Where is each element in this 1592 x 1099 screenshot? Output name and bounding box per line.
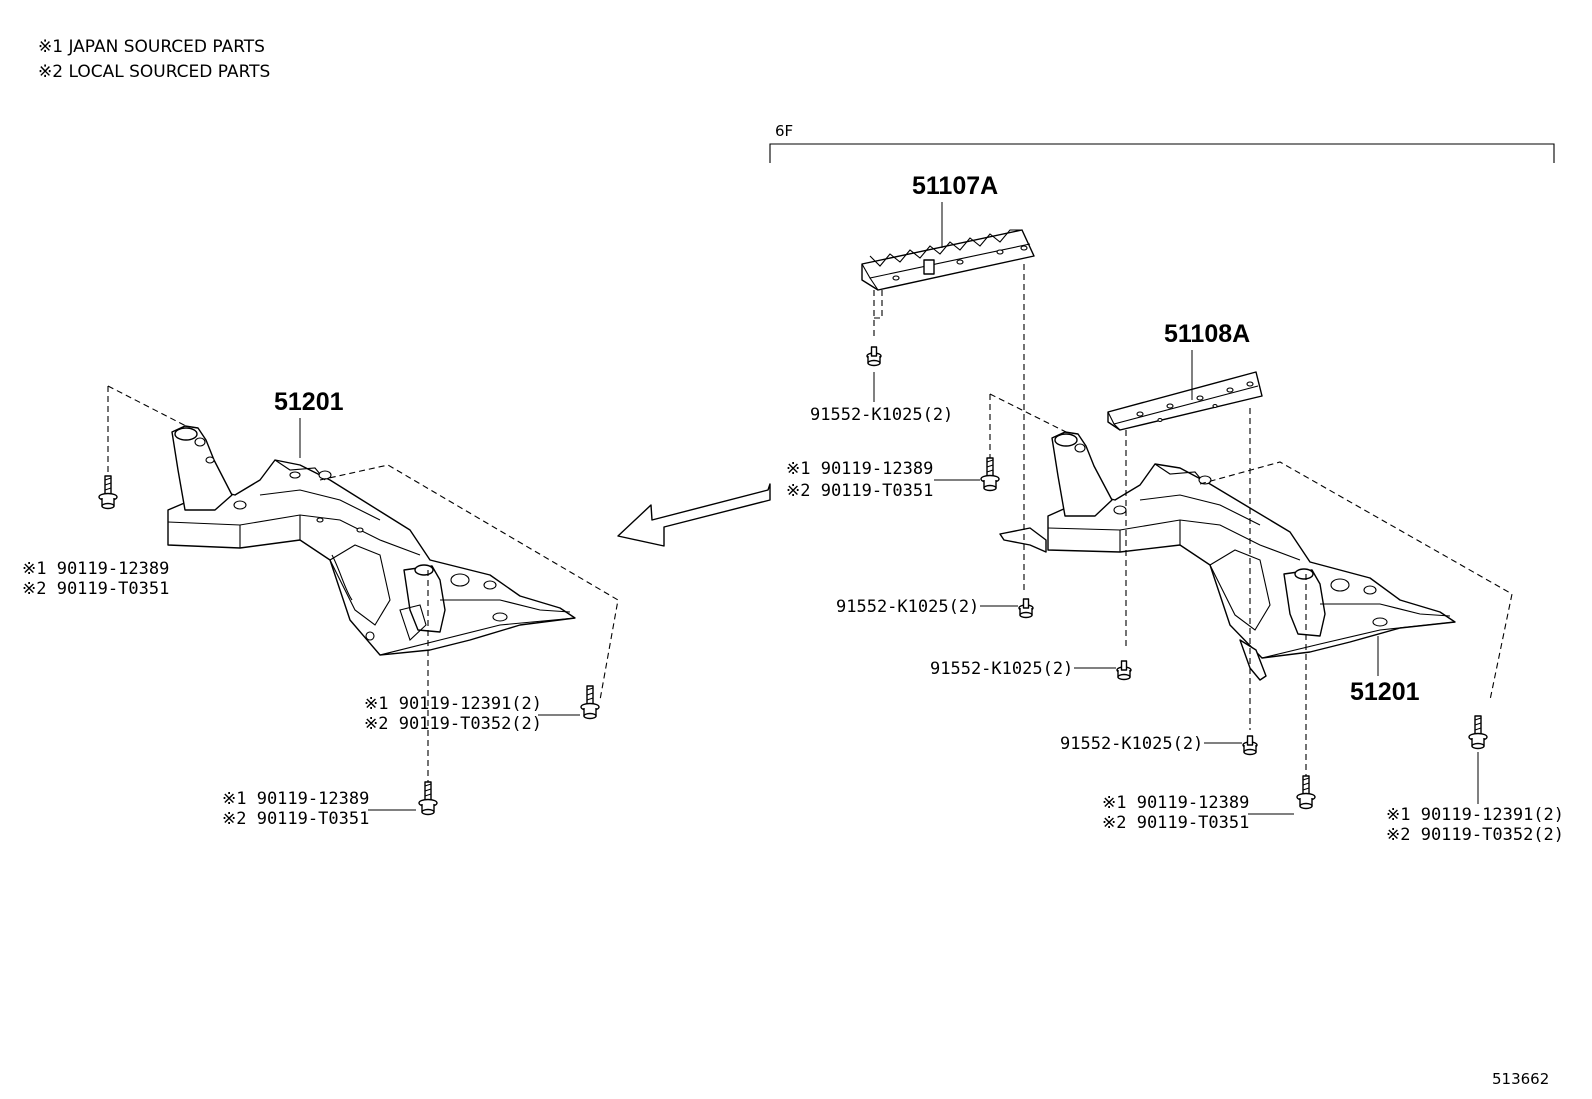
brace-upper [861,229,1035,291]
nut-b-icon [1018,598,1034,619]
diagram-id: 513662 [1492,1070,1549,1088]
legend-japan-sourced: ※1 JAPAN SOURCED PARTS [38,37,265,57]
legend-local-sourced: ※2 LOCAL SOURCED PARTS [38,62,270,82]
right-bolt-front-bottom-icon [1296,775,1316,810]
right-bolt-rear-top-local: ※2 90119-T0351 [786,481,933,501]
left-bolt-rear-top-local: ※2 90119-T0351 [22,579,169,599]
nut-a-label: 91552-K1025(2) [810,405,953,425]
right-bolt-front-bottom-japan: ※1 90119-12389 [1102,793,1249,813]
direction-arrow [617,483,771,547]
nut-b-label: 91552-K1025(2) [836,597,979,617]
right-bolt-front-bottom-local: ※2 90119-T0351 [1102,813,1249,833]
nut-d-label: 91552-K1025(2) [1060,734,1203,754]
left-bolt-front-bottom-japan: ※1 90119-12389 [222,789,369,809]
nut-c-label: 91552-K1025(2) [930,659,1073,679]
right-crossmember-label: 51201 [1350,678,1420,706]
left-crossmember [167,425,576,656]
nut-a-icon [866,346,882,367]
left-bolt-front-side-icon [580,685,600,720]
left-bolt-front-bottom-icon [418,781,438,816]
group-label: 6F [775,122,793,140]
left-bolt-front-side-japan: ※1 90119-12391(2) [364,694,542,714]
brace-lower-label: 51108A [1164,320,1250,348]
right-bolt-front-side-local: ※2 90119-T0352(2) [1386,825,1564,845]
nut-c-icon [1116,660,1132,681]
right-bolt-rear-top-japan: ※1 90119-12389 [786,459,933,479]
left-bolt-front-bottom-local: ※2 90119-T0351 [222,809,369,829]
left-bolt-front-side-local: ※2 90119-T0352(2) [364,714,542,734]
left-bolt-rear-top-icon [98,475,118,510]
right-bolt-front-side-icon [1468,715,1488,750]
left-bolt-rear-top-japan: ※1 90119-12389 [22,559,169,579]
right-crossmember [999,431,1456,681]
right-bolt-front-side-japan: ※1 90119-12391(2) [1386,805,1564,825]
brace-lower [1107,371,1263,431]
right-bolt-rear-top-icon [980,457,1000,492]
group-bracket-6f: 6F [769,122,1555,163]
left-crossmember-label: 51201 [274,388,344,416]
nut-d-icon [1242,735,1258,756]
brace-upper-label: 51107A [912,172,998,200]
